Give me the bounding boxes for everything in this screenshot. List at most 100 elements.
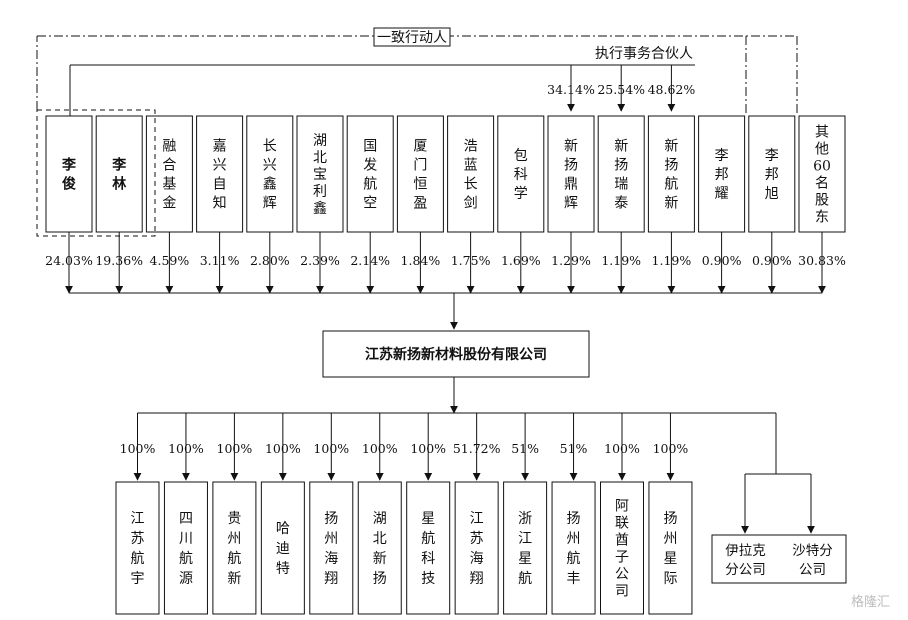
shareholder-pct: 1.69%	[501, 253, 541, 268]
branch-name-line1: 沙特分	[792, 543, 833, 559]
shareholder-box	[145, 115, 193, 233]
shareholder-pct: 0.90%	[702, 253, 742, 268]
executive-partner-pct: 25.54%	[597, 82, 645, 97]
subsidiary-box	[357, 481, 402, 615]
shareholder-box	[296, 115, 344, 233]
shareholder-name: 李邦旭	[765, 148, 779, 202]
subsidiary-box	[454, 481, 499, 615]
shareholder-name: 国发航空	[363, 139, 377, 212]
concert-party-label: 一致行动人	[377, 30, 447, 46]
subsidiary-name: 江苏海翔	[470, 511, 484, 587]
concert-party-dashed-box	[36, 109, 156, 237]
executive-partner-pct: 48.62%	[648, 82, 696, 97]
shareholder-box	[246, 115, 294, 233]
subsidiary-box	[212, 481, 257, 615]
subsidiary-box	[648, 481, 693, 615]
shareholder-name: 新扬瑞泰	[614, 139, 628, 212]
subsidiary-box	[406, 481, 451, 615]
shareholder-pct: 30.83%	[798, 253, 846, 268]
subsidiary-name: 四川航源	[179, 511, 193, 587]
shareholder-pct: 24.03%	[45, 253, 93, 268]
subsidiary-name: 贵州航新	[227, 511, 241, 587]
subsidiary-name: 浙江星航	[518, 511, 532, 587]
company-name: 江苏新扬新材料股份有限公司	[365, 346, 547, 363]
subsidiary-pct: 100%	[217, 441, 253, 456]
subsidiary-name: 哈迪特	[276, 521, 290, 577]
subsidiary-box	[600, 481, 644, 615]
subsidiary-box	[163, 481, 208, 615]
shareholder-pct: 1.29%	[551, 253, 591, 268]
subsidiary-pct: 51%	[560, 441, 588, 456]
shareholder-box	[196, 115, 244, 233]
subsidiary-pct: 100%	[410, 441, 446, 456]
shareholder-name: 厦门恒盈	[413, 139, 427, 212]
subsidiary-pct: 100%	[653, 441, 689, 456]
executive-partner-pct: 34.14%	[547, 82, 595, 97]
shareholder-name: 嘉兴自知	[213, 139, 227, 212]
shareholder-box	[798, 115, 846, 233]
branch-box	[711, 534, 847, 584]
concert-party-label-bg	[373, 27, 451, 47]
company-box	[322, 330, 590, 378]
shareholder-pct: 19.36%	[95, 253, 143, 268]
shareholder-name: 融合基金	[162, 139, 176, 212]
branch-name-line2: 分公司	[725, 562, 766, 578]
shareholder-pct: 2.39%	[300, 253, 340, 268]
subsidiary-pct: 100%	[313, 441, 349, 456]
subsidiary-pct: 51.72%	[453, 441, 501, 456]
shareholder-name: 包科学	[514, 148, 528, 202]
branch-name-line1: 伊拉克	[725, 543, 766, 559]
shareholder-box	[597, 115, 645, 233]
shareholder-name: 李俊	[61, 157, 77, 193]
shareholder-pct: 4.59%	[150, 253, 190, 268]
subsidiary-box	[309, 481, 354, 615]
shareholder-box	[95, 115, 143, 233]
subsidiary-pct: 100%	[120, 441, 156, 456]
shareholder-name: 湖北宝利鑫	[313, 133, 327, 217]
subsidiary-box	[115, 481, 160, 615]
shareholder-pct: 1.75%	[451, 253, 491, 268]
shareholder-pct: 3.11%	[200, 253, 240, 268]
shareholder-box	[748, 115, 796, 233]
shareholder-name: 长兴鑫辉	[263, 139, 277, 212]
subsidiary-name: 扬州星际	[663, 511, 677, 587]
shareholder-name: 李林	[111, 157, 127, 193]
shareholder-pct: 0.90%	[752, 253, 792, 268]
subsidiary-box	[503, 481, 548, 615]
shareholder-name: 浩蓝长剑	[464, 139, 478, 212]
shareholder-box	[396, 115, 444, 233]
watermark-text: 格隆汇	[850, 595, 890, 610]
shareholder-pct: 1.19%	[652, 253, 692, 268]
shareholder-pct: 1.84%	[401, 253, 441, 268]
subsidiary-pct: 51%	[511, 441, 539, 456]
subsidiary-pct: 100%	[265, 441, 301, 456]
subsidiary-name: 江苏航宇	[131, 511, 145, 587]
subsidiary-name: 星航科技	[421, 511, 435, 587]
subsidiary-name: 扬州海翔	[324, 511, 338, 587]
executive-partner-label: 执行事务合伙人	[595, 46, 693, 62]
shareholder-name: 李邦耀	[715, 148, 729, 202]
shareholder-box	[698, 115, 746, 233]
shareholder-box	[647, 115, 695, 233]
shareholder-pct: 1.19%	[601, 253, 641, 268]
shareholder-box	[497, 115, 545, 233]
shareholder-box	[45, 115, 93, 233]
subsidiary-name: 阿联酋子公司	[615, 499, 629, 600]
subsidiary-box	[551, 481, 596, 615]
shareholder-name: 新扬鼎辉	[564, 139, 578, 212]
shareholder-name: 新扬航新	[664, 139, 678, 212]
subsidiary-box	[260, 481, 305, 615]
shareholder-box	[447, 115, 495, 233]
shareholder-pct: 2.80%	[250, 253, 290, 268]
shareholder-box	[547, 115, 595, 233]
subsidiary-name: 湖北新扬	[373, 511, 387, 587]
shareholder-pct: 2.14%	[350, 253, 390, 268]
subsidiary-name: 扬州航丰	[567, 511, 581, 587]
shareholder-box	[346, 115, 394, 233]
subsidiary-pct: 100%	[604, 441, 640, 456]
subsidiary-pct: 100%	[168, 441, 204, 456]
branch-name-line2: 公司	[799, 562, 826, 578]
subsidiary-pct: 100%	[362, 441, 398, 456]
